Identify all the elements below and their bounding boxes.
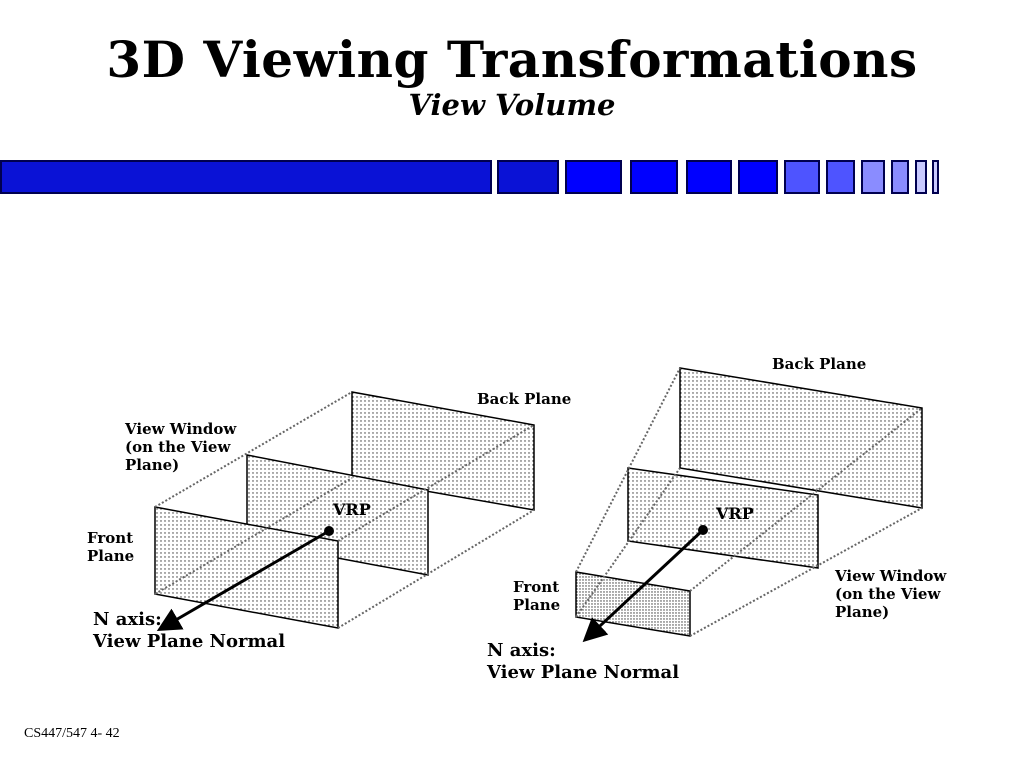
bar-segment <box>826 160 855 194</box>
parallel-view-volume <box>154 391 535 632</box>
n-axis-label: N axis: View Plane Normal <box>487 640 680 683</box>
frustum-edges <box>575 367 923 637</box>
front-plane-label: Front Plane <box>87 529 135 565</box>
bar-segment <box>738 160 778 194</box>
bar-segment <box>0 160 492 194</box>
bar-segment <box>861 160 885 194</box>
front-plane-label: Front Plane <box>513 578 561 614</box>
vrp-label: VRP <box>716 504 754 523</box>
view-window-plane <box>627 467 819 569</box>
front-plane <box>575 571 691 637</box>
bar-segment <box>784 160 820 194</box>
bar-segment <box>630 160 678 194</box>
view-window-label: View Window (on the View Plane) <box>125 420 237 474</box>
perspective-view-volume <box>575 367 923 643</box>
back-plane-label: Back Plane <box>772 355 867 373</box>
bar-segment <box>915 160 927 194</box>
bar-segment <box>565 160 622 194</box>
volume-edges <box>154 391 535 629</box>
bar-segment <box>497 160 559 194</box>
slide-title: 3D Viewing Transformations <box>106 30 918 89</box>
n-axis-arrow <box>582 528 705 643</box>
slide-subtitle: View Volume <box>408 88 616 122</box>
n-axis-label: N axis: View Plane Normal <box>93 609 286 652</box>
bar-segment <box>932 160 939 194</box>
view-window-label: View Window (on the View Plane) <box>835 567 947 621</box>
n-axis-arrow <box>156 529 330 632</box>
bar-segment <box>686 160 732 194</box>
slide-footer: CS447/547 4- 42 <box>24 726 120 741</box>
vrp-label: VRP <box>333 500 371 519</box>
back-plane-label: Back Plane <box>477 390 572 408</box>
bar-segment <box>891 160 909 194</box>
